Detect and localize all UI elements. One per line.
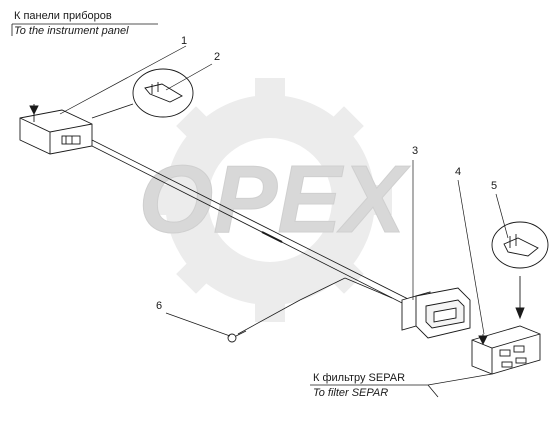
callout-number-2: 2: [214, 51, 221, 63]
wire-harness: [91, 139, 421, 335]
watermark-text: OPEX: [139, 146, 411, 253]
bottom-caption-en: To filter SEPAR: [313, 387, 389, 399]
callout-leaders: [59, 45, 509, 337]
connector-1: [19, 104, 93, 155]
callout-number-4: 4: [455, 166, 462, 178]
callout-number-5: 5: [491, 180, 498, 192]
callout-number-3: 3: [412, 145, 419, 157]
callout-number-1: 1: [181, 35, 188, 47]
watermark-gear-hole: [208, 138, 332, 262]
top-caption-en: To the instrument panel: [14, 25, 129, 37]
bottom-caption-ru: К фильтру SEPAR: [313, 372, 406, 384]
callout-number-6: 6: [156, 300, 163, 312]
ring-terminal-6: [227, 330, 247, 343]
connector-3: [401, 287, 471, 339]
detail-terminal-5: [491, 221, 549, 320]
bottom-caption-leader: [427, 373, 493, 386]
top-caption-ru: К панели приборов: [14, 10, 112, 22]
bottom-caption-tick: [427, 384, 439, 398]
connector-4: [471, 325, 541, 375]
detail-terminal-2: [91, 68, 194, 119]
